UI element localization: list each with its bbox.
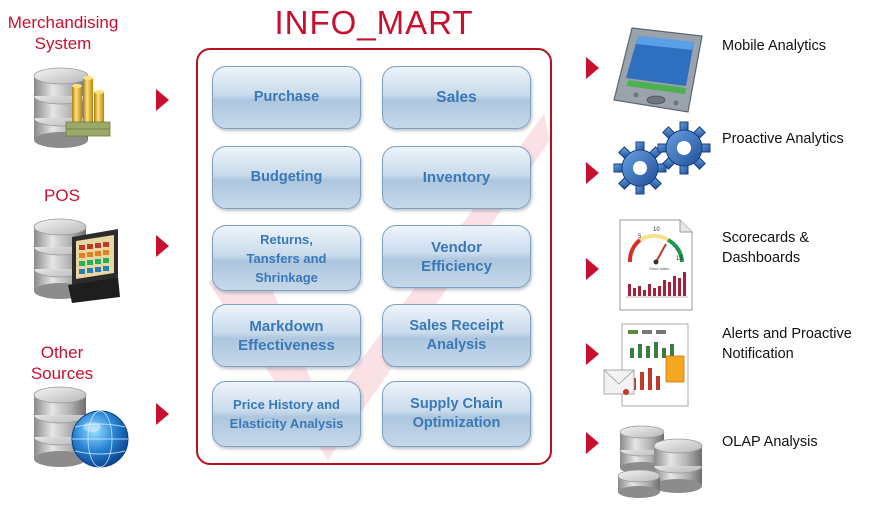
output-label-line: Alerts and Proactive	[722, 326, 852, 342]
gauge-caption: Store sales	[649, 266, 669, 271]
output-arrow	[586, 57, 599, 79]
module-label: Sales Receipt Analysis	[409, 317, 504, 353]
output-label-line: Proactive Analytics	[722, 131, 844, 147]
input-arrow	[156, 89, 169, 111]
database-globe-icon	[33, 386, 129, 468]
module-tile-purchase: Purchase	[212, 66, 361, 129]
source-label-other: Other Sources	[0, 342, 124, 384]
database-stack-icon	[617, 425, 703, 498]
output-label-line: Notification	[722, 346, 794, 362]
output-label-olap: OLAP Analysis	[722, 432, 818, 452]
module-label: Budgeting	[250, 169, 323, 185]
source-label-line: Other	[40, 343, 84, 362]
info-mart-container: Purchase Sales Budgeting Inventory Retur…	[196, 48, 552, 465]
source-label-line: POS	[44, 186, 80, 205]
module-label: Vendor Efficiency	[421, 238, 492, 275]
module-tile-markdown: Markdown Effectiveness	[212, 304, 361, 367]
gauge-tick-label: 15	[676, 256, 683, 262]
module-label: Supply Chain Optimization	[410, 396, 503, 431]
module-tile-inventory: Inventory	[382, 146, 531, 209]
output-arrow	[586, 343, 599, 365]
module-label: Purchase	[253, 89, 320, 105]
source-label-line: Sources	[30, 364, 94, 383]
diagram-title: INFO_MART	[274, 4, 474, 41]
module-label: Sales	[436, 89, 477, 106]
module-label: Price History and Elasticity Analysis	[229, 397, 344, 431]
module-tile-price-history: Price History and Elasticity Analysis	[212, 381, 361, 447]
module-tile-sales-receipt: Sales Receipt Analysis	[382, 304, 531, 367]
input-arrow	[156, 235, 169, 257]
gears-icon	[613, 121, 711, 195]
module-label: Inventory	[422, 169, 491, 186]
module-label: Returns, Tansfers and Shrinkage	[246, 231, 327, 285]
output-arrow	[586, 162, 599, 184]
gauge-tick-label: 10	[653, 227, 660, 233]
checkmark-watermark	[208, 114, 550, 460]
module-tile-budgeting: Budgeting	[212, 146, 361, 209]
output-label-line: Scorecards &	[722, 230, 810, 246]
module-tile-supply-chain: Supply Chain Optimization	[382, 381, 531, 447]
output-label-alerts: Alerts and Proactive Notification	[722, 324, 852, 364]
output-label-line: Dashboards	[722, 250, 801, 266]
source-label-merchandising: Merchandising System	[0, 12, 126, 54]
output-arrow	[586, 432, 599, 454]
pda-device-icon	[613, 27, 703, 113]
database-pos-terminal-icon	[33, 218, 120, 303]
module-tile-returns: Returns, Tansfers and Shrinkage	[212, 225, 361, 291]
output-label-mobile: Mobile Analytics	[722, 36, 826, 56]
database-coins-icon	[33, 67, 111, 148]
output-label-proactive: Proactive Analytics	[722, 129, 844, 149]
output-label-line: OLAP Analysis	[722, 434, 818, 450]
output-label-scorecards: Scorecards & Dashboards	[722, 228, 809, 268]
output-label-line: Mobile Analytics	[722, 38, 826, 54]
output-arrow	[586, 258, 599, 280]
alert-report-icon	[603, 323, 689, 407]
module-label: Markdown Effectiveness	[238, 317, 335, 354]
dashboard-gauge-icon: 5 10 15 Store sales	[619, 219, 693, 311]
source-label-pos: POS	[0, 185, 124, 206]
source-label-line: System	[34, 34, 92, 53]
source-label-line: Merchandising	[7, 13, 119, 32]
module-tile-vendor-efficiency: Vendor Efficiency	[382, 225, 531, 288]
module-tile-sales: Sales	[382, 66, 531, 129]
gauge-tick-label: 5	[638, 234, 642, 240]
input-arrow	[156, 403, 169, 425]
